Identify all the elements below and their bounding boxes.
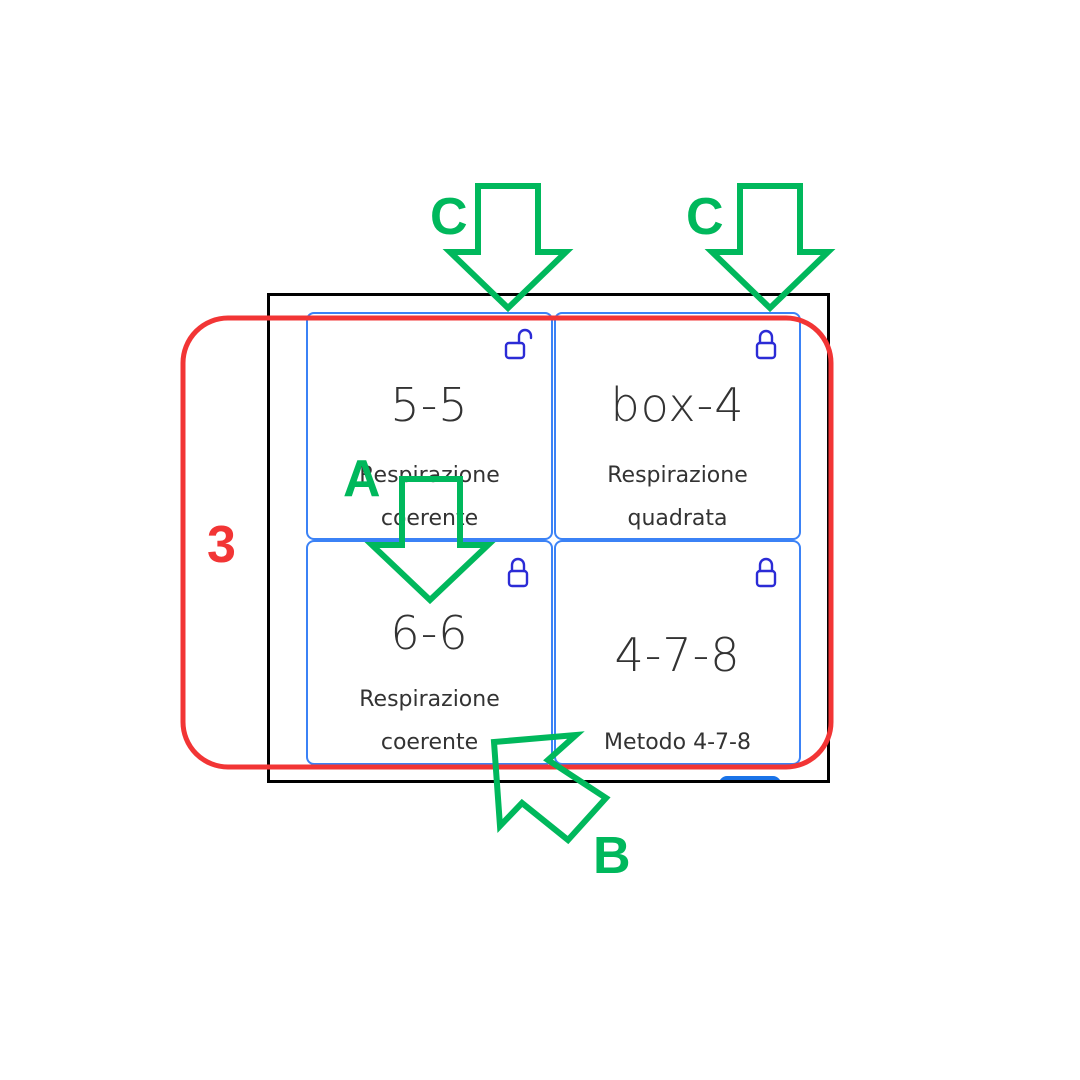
bottom-sheet-handle[interactable] [719, 776, 781, 780]
red-group-outline [180, 315, 834, 770]
unlocked-lock-icon[interactable] [503, 326, 533, 362]
card-label-line2: quadrata [627, 506, 728, 531]
card-label: Metodo 4-7-8 [604, 730, 751, 755]
card-number: box-4 [610, 378, 745, 432]
annotation-label-c-right: C [686, 188, 724, 246]
arrow-c-right [704, 183, 836, 313]
arrow-a [364, 476, 496, 605]
card-label-line1: Respirazione [359, 463, 500, 488]
arrow-b [490, 731, 611, 845]
locked-lock-icon[interactable] [751, 326, 781, 362]
card-number: 5-5 [390, 378, 469, 432]
annotation-label-b: B [593, 827, 631, 885]
annotation-label-c-left: C [430, 188, 468, 246]
card-5-5[interactable]: 5-5 Respirazione coerente [306, 312, 553, 540]
locked-lock-icon[interactable] [503, 554, 533, 590]
annotation-label-a: A [343, 450, 381, 508]
locked-lock-icon[interactable] [751, 554, 781, 590]
card-label-line1: Respirazione [359, 687, 500, 712]
card-box-4[interactable]: box-4 Respirazione quadrata [554, 312, 801, 540]
card-6-6[interactable]: 6-6 Respirazione coerente [306, 540, 553, 765]
annotation-label-3: 3 [207, 516, 236, 574]
card-4-7-8[interactable]: 4-7-8 Metodo 4-7-8 [554, 540, 801, 765]
card-number: 4-7-8 [614, 628, 741, 682]
card-label-line2: coerente [380, 730, 479, 755]
app-frame: 5-5 Respirazione coerente box-4 Respiraz… [267, 293, 830, 783]
card-number: 6-6 [390, 606, 469, 660]
card-label-line1: Respirazione [607, 463, 748, 488]
arrow-c-left [442, 183, 574, 313]
